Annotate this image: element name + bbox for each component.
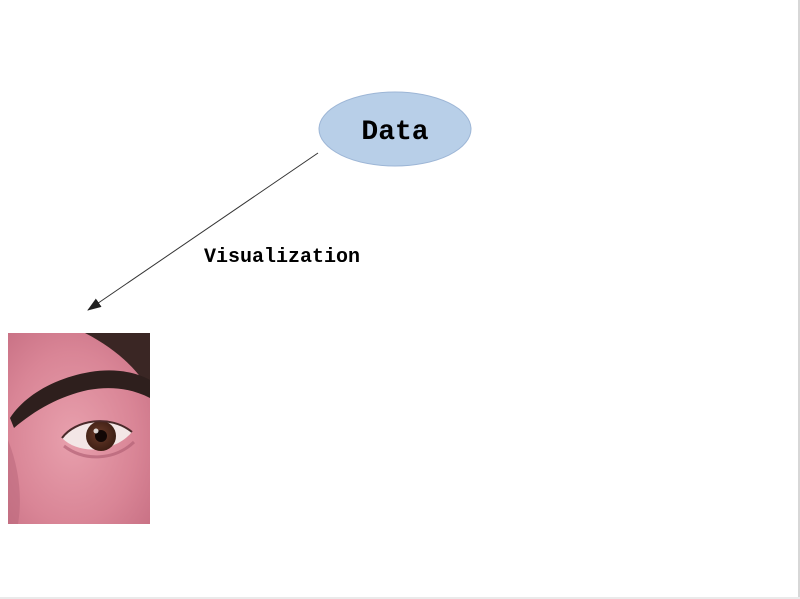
visualization-arrow bbox=[87, 152, 319, 311]
nose-shadow bbox=[8, 440, 20, 524]
data-node-label: Data bbox=[361, 117, 428, 148]
lower-eyelid bbox=[63, 440, 136, 459]
slide-right-border bbox=[798, 0, 800, 599]
visualization-edge-label: Visualization bbox=[204, 246, 361, 269]
data-node: Data bbox=[318, 91, 472, 167]
upper-eyelid bbox=[61, 420, 133, 439]
eye-highlight bbox=[93, 428, 99, 434]
pupil-shape bbox=[95, 430, 107, 442]
eye-photo bbox=[8, 333, 150, 524]
slide-bottom-border bbox=[0, 597, 800, 599]
data-node-ellipse bbox=[318, 91, 472, 167]
hair-shape bbox=[85, 333, 150, 392]
eyebrow-shape bbox=[10, 370, 150, 428]
